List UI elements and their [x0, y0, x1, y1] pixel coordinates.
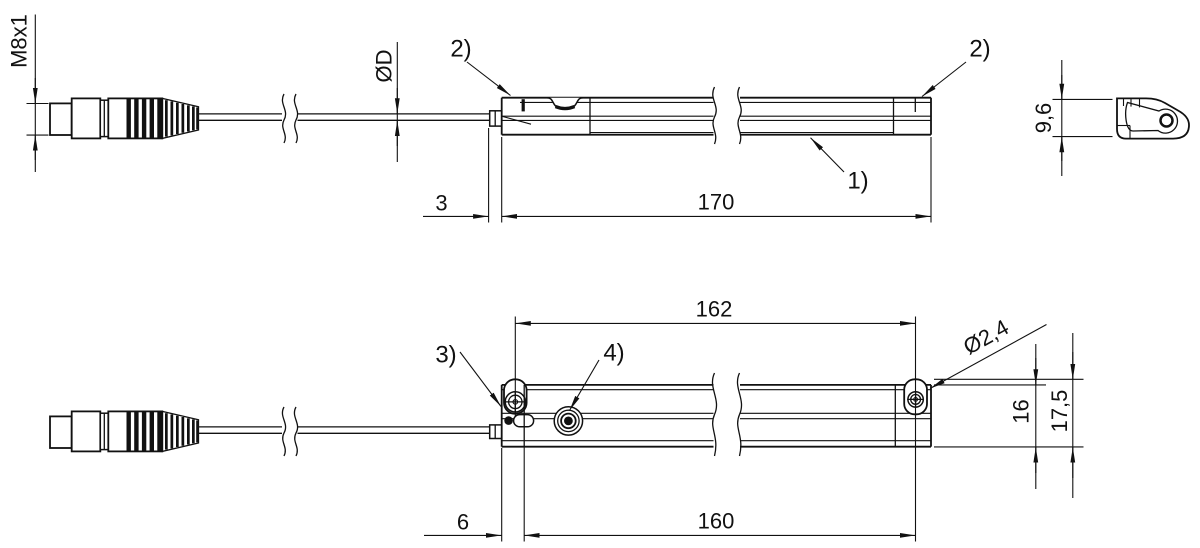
thread-dimension-label: M8x1 — [7, 14, 32, 68]
body-break-symbol — [712, 86, 717, 145]
total-height-dimension: 17,5 — [1047, 390, 1072, 433]
clamp-element-left — [521, 99, 525, 112]
length-dimension-top: 170 — [698, 190, 735, 215]
cable-diameter-label: ØD — [372, 50, 397, 83]
body-height-dimension: 16 — [1009, 399, 1034, 423]
callout-2-left: 2) — [450, 36, 471, 63]
top-view: M8x1 ØD 2) 2) 1) 3 170 — [7, 14, 991, 223]
hole-spacing-dimension: 162 — [696, 297, 733, 322]
sensor-body-bottom — [500, 372, 932, 457]
height-dimension-side: 9,6 — [1031, 103, 1056, 134]
callout-4: 4) — [603, 340, 624, 367]
top-view-dimensions: M8x1 ØD 2) 2) 1) 3 170 — [7, 14, 991, 223]
indicator-dot — [504, 416, 513, 425]
length-dimension-bottom: 160 — [698, 509, 735, 534]
mounting-slot — [1125, 101, 1179, 134]
callout-3: 3) — [435, 342, 456, 369]
body-break-symbol-bottom — [711, 372, 718, 457]
offset-dimension-bottom: 6 — [457, 510, 469, 535]
led-indicator — [553, 405, 584, 436]
callout-2-right: 2) — [969, 36, 990, 63]
hole-diameter-label: Ø2,4 — [959, 315, 1013, 360]
side-view: 9,6 — [1031, 60, 1190, 176]
profile-cross-section — [1116, 97, 1190, 140]
mounting-hole — [1159, 113, 1174, 128]
callout-1: 1) — [847, 168, 868, 195]
bottom-view: 162 3) 4) Ø2,4 16 17,5 6 — [49, 297, 1084, 542]
offset-dimension-top: 3 — [435, 191, 447, 216]
sensor-body-top — [500, 86, 932, 145]
